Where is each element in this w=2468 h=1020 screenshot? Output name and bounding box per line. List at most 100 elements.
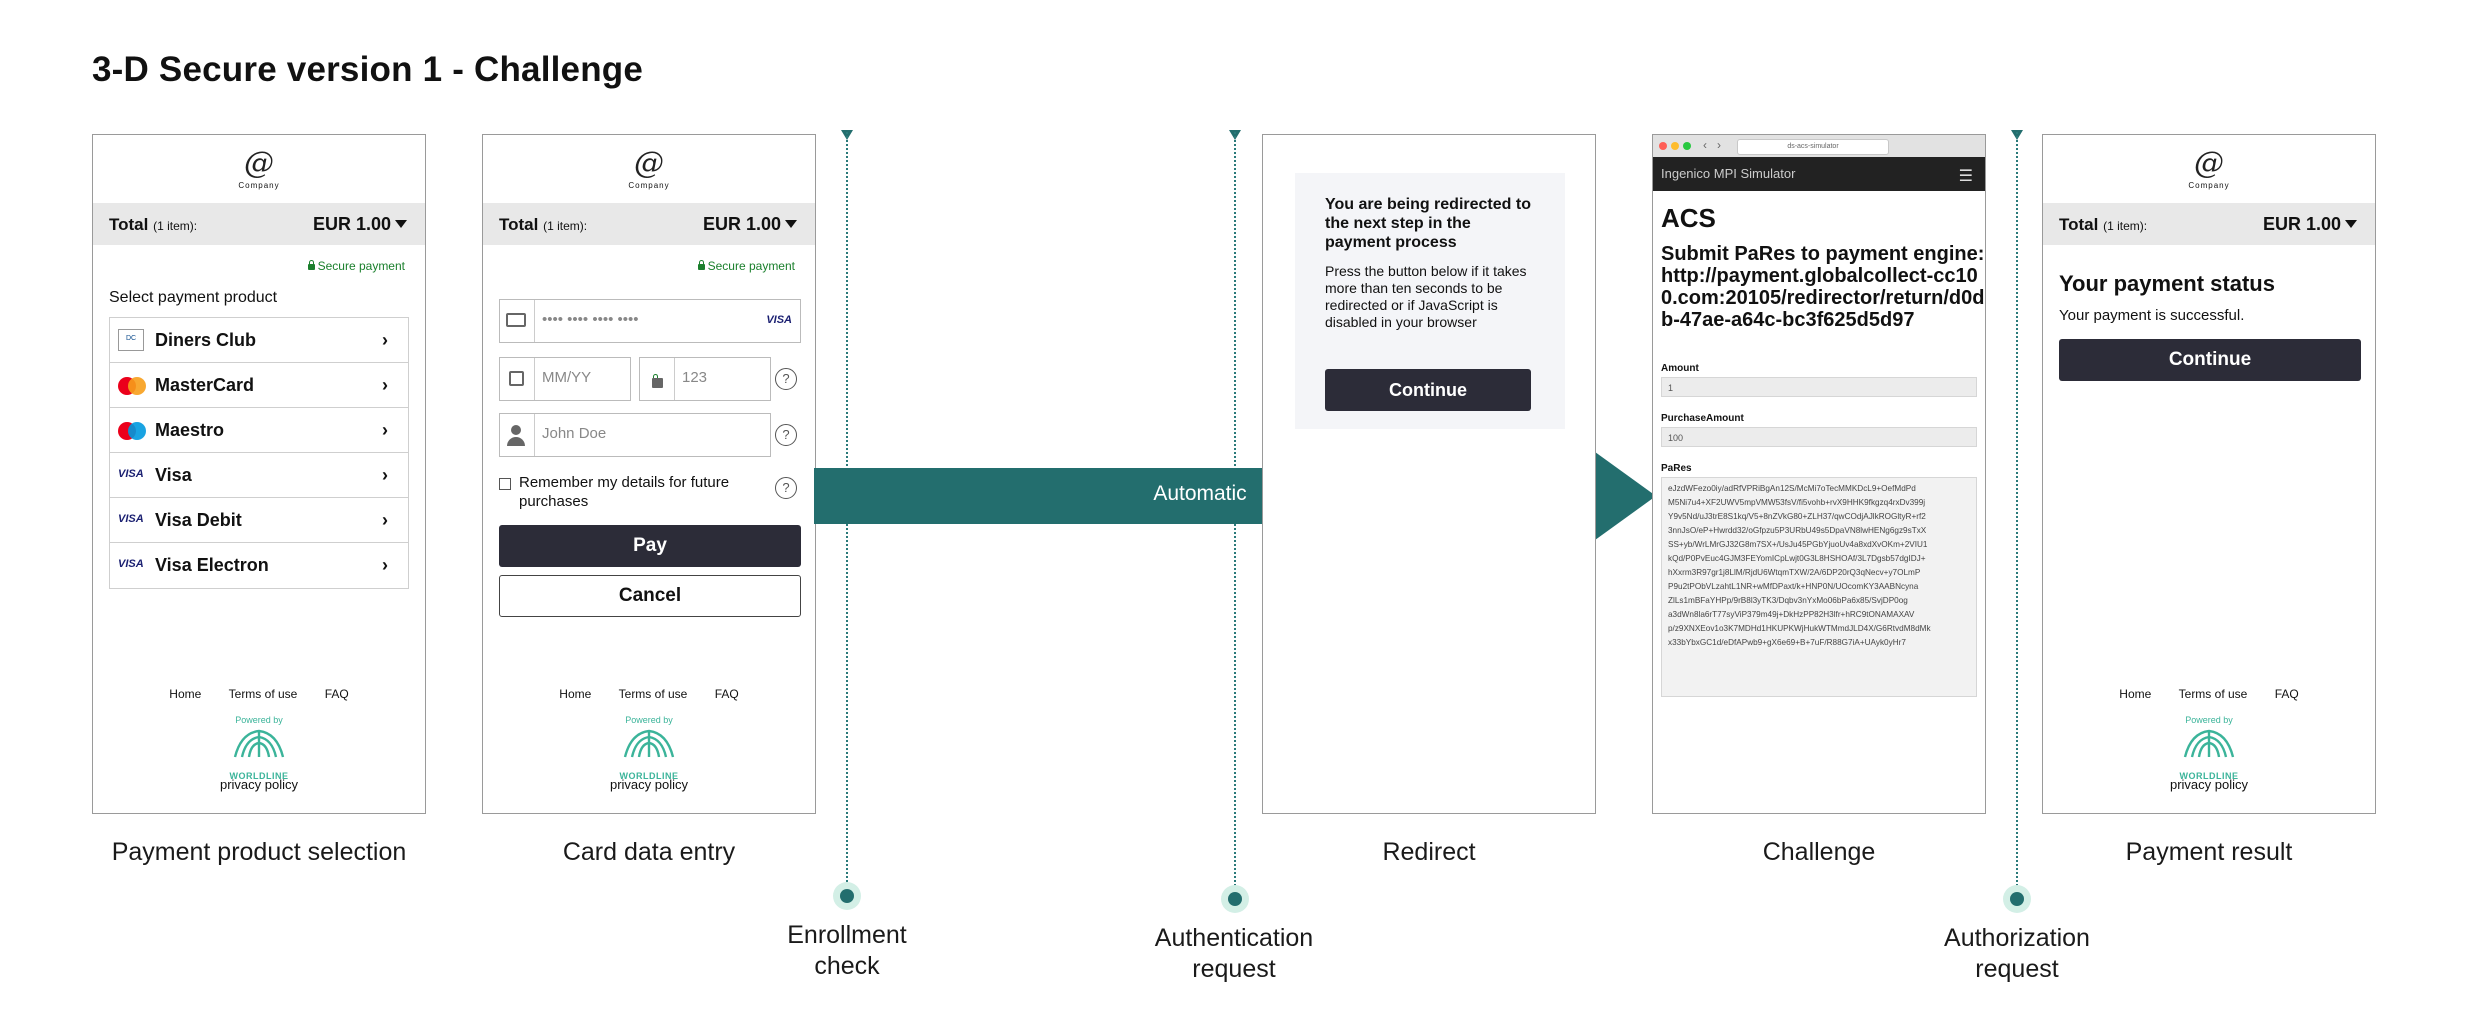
cvv-help-icon[interactable]: ?	[775, 368, 797, 390]
user-icon-body	[507, 437, 525, 446]
footer-links: Home Terms of use FAQ	[483, 687, 815, 701]
company-logo: @ Company	[483, 146, 815, 191]
result-continue-button[interactable]: Continue	[2059, 339, 2361, 381]
automatic-arrow-label: Automatic	[1153, 482, 1247, 505]
card-number-field[interactable]: •••• •••• •••• •••• VISA	[499, 299, 801, 343]
worldline-logo-icon	[623, 729, 675, 758]
window-minimize-icon[interactable]	[1671, 142, 1679, 150]
privacy-policy-link[interactable]: privacy policy	[2169, 777, 2249, 792]
footer-home-link[interactable]: Home	[559, 687, 592, 701]
worldline-logo: WORLDLINE	[93, 727, 425, 784]
company-logo-icon: @	[634, 146, 664, 181]
total-amount-dropdown[interactable]: EUR 1.00	[703, 214, 797, 235]
product-item-diners-club[interactable]: DC Diners Club ›	[110, 318, 408, 363]
authentication-line-1: Authentication	[1154, 924, 1314, 952]
total-items: (1 item):	[2103, 219, 2148, 233]
browser-forward-icon[interactable]: ›	[1717, 138, 1721, 152]
purchase-amount-label: PurchaseAmount	[1661, 413, 1744, 424]
redirect-continue-button[interactable]: Continue	[1325, 369, 1531, 411]
screen-card-entry: @ Company Total (1 item): EUR 1.00 Secur…	[482, 134, 816, 814]
remember-label: Remember my details for future purchases	[519, 474, 730, 510]
secure-payment-label: Secure payment	[707, 259, 795, 273]
footer-faq-link[interactable]: FAQ	[324, 687, 349, 701]
app-header: Ingenico MPI Simulator ☰	[1653, 157, 1985, 191]
product-item-visa-debit[interactable]: VISA Visa Debit ›	[110, 498, 408, 543]
browser-toolbar: ‹ › ds-acs-simulator	[1653, 135, 1985, 158]
product-item-mastercard[interactable]: MasterCard ›	[110, 363, 408, 408]
footer-links: Home Terms of use FAQ	[2043, 687, 2375, 701]
secure-payment-badge: Secure payment	[697, 259, 795, 273]
powered-by-label: Powered by	[2185, 715, 2233, 725]
privacy-policy-link[interactable]: privacy policy	[219, 777, 299, 792]
screen-product-selection: @ Company Total (1 item): EUR 1.00 Secur…	[92, 134, 426, 814]
redirect-heading: You are being redirected to the next ste…	[1325, 196, 1531, 251]
footer-terms-link[interactable]: Terms of use	[2178, 687, 2248, 701]
product-name: MasterCard	[155, 375, 255, 395]
calendar-icon	[509, 371, 524, 386]
hamburger-menu-icon[interactable]: ☰	[1958, 168, 1973, 185]
app-title: Ingenico MPI Simulator	[1661, 166, 1796, 181]
visa-icon: VISA	[766, 314, 792, 326]
pares-line: Y9v5Nd/uJ3trE8S1kq/V5+8nZVkG80+ZLH37/qwC…	[1668, 512, 1926, 521]
worldline-logo: WORLDLINE	[483, 727, 815, 784]
authentication-request-label: Authentication request	[1104, 923, 1364, 985]
footer-terms-link[interactable]: Terms of use	[618, 687, 688, 701]
footer-terms-link[interactable]: Terms of use	[228, 687, 298, 701]
mastercard-icon	[118, 377, 148, 395]
caret-down-icon	[785, 220, 797, 228]
product-list: DC Diners Club › MasterCard › Maestro › …	[109, 317, 409, 589]
footer-faq-link[interactable]: FAQ	[714, 687, 739, 701]
caption-product-selection: Payment product selection	[111, 838, 407, 866]
total-amount-dropdown[interactable]: EUR 1.00	[2263, 214, 2357, 235]
secure-payment-badge: Secure payment	[307, 259, 405, 273]
enrollment-line-2: check	[814, 952, 880, 980]
visa-icon: VISA	[118, 468, 144, 480]
total-amount-dropdown[interactable]: EUR 1.00	[313, 214, 407, 235]
total-bar: Total (1 item): EUR 1.00	[2043, 203, 2375, 245]
payment-status-heading: Your payment status	[2059, 271, 2275, 296]
cvv-field[interactable]: 123	[639, 357, 771, 401]
product-name: Diners Club	[155, 330, 257, 350]
card-number-placeholder: •••• •••• •••• ••••	[542, 311, 639, 328]
screen-challenge: ‹ › ds-acs-simulator Ingenico MPI Simula…	[1652, 134, 1986, 814]
pares-line: eJzdWFezo0iy/adRfVPRiBgAn12S/McMi7oTecMM…	[1668, 484, 1916, 493]
screen-redirect: You are being redirected to the next ste…	[1262, 134, 1596, 814]
pares-line: a3dWn8la6rT77syViP379m49j+DkHzPP82H3lfr+…	[1668, 610, 1915, 619]
product-name: Visa	[155, 465, 192, 485]
product-name: Maestro	[155, 420, 225, 440]
expiry-date-field[interactable]: MM/YY	[499, 357, 631, 401]
total-amount: EUR 1.00	[2262, 214, 2341, 234]
product-item-visa-electron[interactable]: VISA Visa Electron ›	[110, 543, 408, 588]
company-logo: @ Company	[93, 149, 425, 191]
pares-line: SS+yb/WrLMrGJ32G8m7SX+/UsJu45PGbYjuoUv4a…	[1668, 540, 1928, 549]
chevron-right-icon: ›	[382, 510, 388, 530]
window-zoom-icon[interactable]	[1683, 142, 1691, 150]
total-bar: Total (1 item): EUR 1.00	[483, 203, 815, 245]
total-amount: EUR 1.00	[312, 214, 391, 234]
cancel-button[interactable]: Cancel	[499, 575, 801, 617]
footer-home-link[interactable]: Home	[2119, 687, 2152, 701]
footer-faq-link[interactable]: FAQ	[2274, 687, 2299, 701]
pay-button[interactable]: Pay	[499, 525, 801, 567]
pares-label: PaRes	[1661, 463, 1692, 474]
name-help-icon[interactable]: ?	[775, 424, 797, 446]
cardholder-name-field[interactable]: John Doe	[499, 413, 771, 457]
cvv-field-icon-box	[640, 358, 675, 400]
total-items: (1 item):	[153, 219, 198, 233]
product-item-visa[interactable]: VISA Visa ›	[110, 453, 408, 498]
browser-address-bar[interactable]: ds-acs-simulator	[1737, 139, 1889, 155]
purchase-amount-input[interactable]: 100	[1661, 427, 1977, 447]
worldline-logo-icon	[2183, 729, 2235, 758]
pares-textarea[interactable]: eJzdWFezo0iy/adRfVPRiBgAn12S/McMi7oTecMM…	[1661, 477, 1977, 697]
diners-club-icon: DC	[118, 329, 144, 351]
remember-help-icon[interactable]: ?	[775, 477, 797, 499]
amount-input[interactable]: 1	[1661, 377, 1977, 397]
pares-line: x33bYbxGC1d/eDfAPwb9+gX6e69+B+7uF/R88G7i…	[1668, 638, 1906, 647]
pares-line: p/z9XNXEov1o3K7MDHd1HKUPKWjHukWTMmdJLD4X…	[1668, 624, 1931, 633]
footer-home-link[interactable]: Home	[169, 687, 202, 701]
privacy-policy-link[interactable]: privacy policy	[609, 777, 689, 792]
product-item-maestro[interactable]: Maestro ›	[110, 408, 408, 453]
browser-back-icon[interactable]: ‹	[1703, 138, 1707, 152]
remember-checkbox[interactable]	[499, 478, 511, 490]
window-close-icon[interactable]	[1659, 142, 1667, 150]
